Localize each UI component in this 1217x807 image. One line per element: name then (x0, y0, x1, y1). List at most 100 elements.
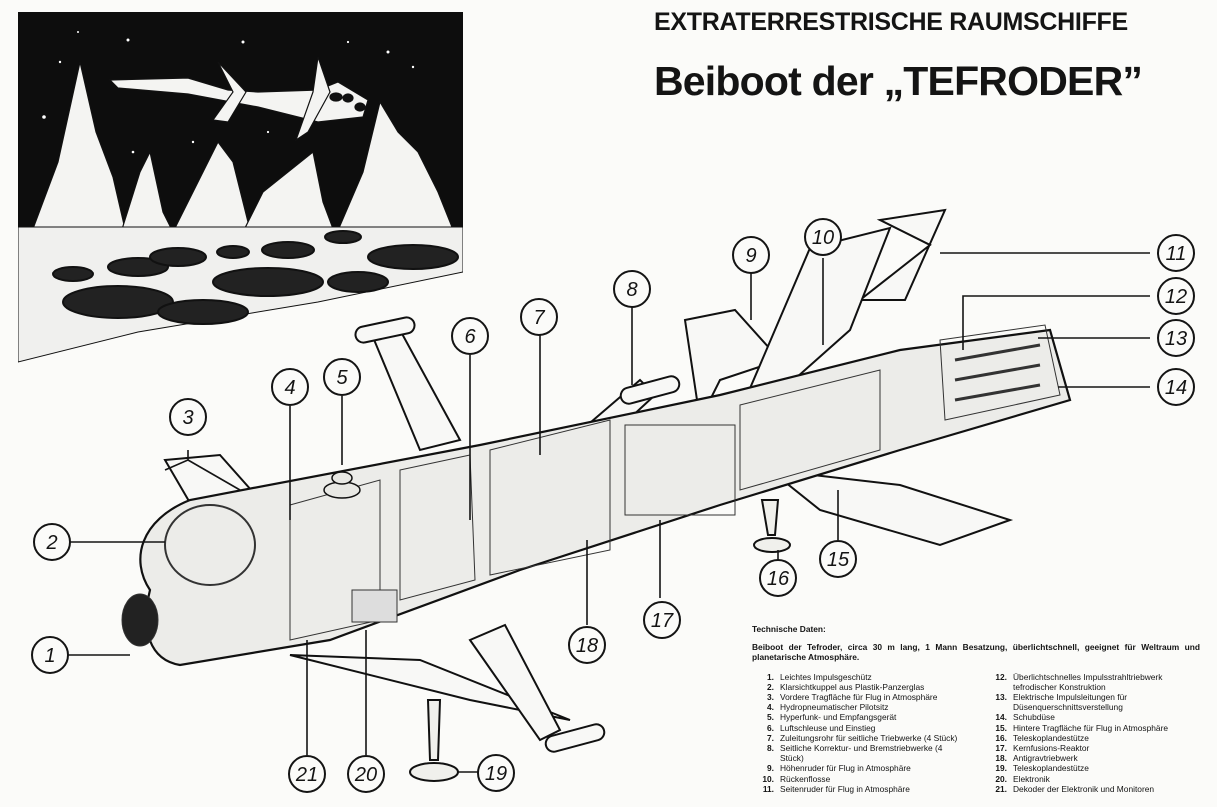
svg-text:11: 11 (1166, 243, 1187, 265)
technical-data: Technische Daten: Beiboot der Tefroder, … (752, 624, 1200, 794)
svg-text:9: 9 (745, 245, 756, 267)
legend-item: 3. Vordere Tragfläche für Flug in Atmosph… (752, 692, 967, 702)
legend-number: 5. (767, 712, 774, 723)
legend-text: Teleskoplandestütze (1013, 732, 1089, 743)
svg-text:7: 7 (533, 307, 545, 329)
legend-text: Elektronik (1013, 773, 1050, 784)
legend-number: 15. (995, 722, 1007, 733)
page-kicker: EXTRATERRESTRISCHE RAUMSCHIFFE (654, 8, 1128, 36)
legend-item: 14.Schubdüse (985, 712, 1200, 722)
svg-text:1: 1 (44, 645, 55, 667)
callout-13: 13 (1157, 319, 1195, 357)
legend-column-right: 12. Überlichtschnelles Impulsstrahltriebw… (985, 672, 1200, 794)
legend-item: 5. Hyperfunk- und Empfangsgerät (752, 712, 967, 722)
legend-number: 18. (995, 753, 1007, 764)
legend-number: 17. (995, 743, 1007, 754)
legend-text: Überlichtschnelles Impulsstrahltriebwerk… (1013, 671, 1163, 692)
callout-4: 4 (271, 368, 309, 406)
legend-number: 1. (767, 671, 774, 682)
legend-item: 2.Klarsichtkuppel aus Plastik-Panzerglas (752, 682, 967, 692)
legend-item: 20.Elektronik (985, 774, 1200, 784)
legend-number: 8. (767, 743, 774, 754)
callout-6: 6 (451, 317, 489, 355)
legend-text: Elektrische Impulsleitungen für Düsenque… (1013, 692, 1128, 713)
callout-11: 11 (1157, 234, 1195, 272)
legend-text: Hyperfunk- und Empfangsgerät (780, 712, 897, 723)
legend-number: 9. (767, 763, 774, 774)
legend-number: 7. (767, 732, 774, 743)
legend-item: 1. Leichtes Impulsgeschütz (752, 672, 967, 682)
callout-12: 12 (1157, 277, 1195, 315)
callout-7: 7 (520, 298, 558, 336)
svg-text:18: 18 (576, 635, 598, 657)
svg-text:19: 19 (485, 763, 507, 785)
legend-text: Teleskoplandestütze (1013, 763, 1089, 774)
legend-item: 21. Dekoder der Elektronik und Monitoren (985, 784, 1200, 794)
legend-text: Seitliche Korrektur- und Bremstriebwerke… (780, 743, 943, 764)
side-thrusters (354, 316, 681, 753)
lunar-scene-illustration (18, 12, 463, 363)
legend-item: 17.Kernfusions-Reaktor (985, 743, 1200, 753)
callout-16: 16 (759, 559, 797, 597)
legend-item: 6. Luftschleuse und Einstieg (752, 723, 967, 733)
callout-14: 14 (1157, 368, 1195, 406)
legend-number: 10. (762, 773, 774, 784)
callout-10: 10 (804, 218, 842, 256)
legend-text: Höhenruder für Flug in Atmosphäre (780, 763, 911, 774)
interior-detail (121, 324, 1061, 647)
legend-number: 21. (995, 783, 1007, 794)
svg-text:21: 21 (295, 764, 318, 786)
callout-18: 18 (568, 626, 606, 664)
svg-text:17: 17 (651, 610, 674, 632)
svg-text:20: 20 (354, 764, 377, 786)
legend-number: 16. (995, 732, 1007, 743)
callout-21: 21 (288, 755, 326, 793)
legend-item: 19. Teleskoplandestütze (985, 763, 1200, 773)
tech-heading: Technische Daten: (752, 624, 826, 634)
craters (52, 230, 459, 325)
svg-text:3: 3 (182, 407, 193, 429)
legend-number: 19. (995, 763, 1007, 774)
legend-text: Zuleitungsrohr für seitliche Triebwerke … (780, 732, 958, 743)
stars (42, 31, 415, 154)
legend-item: 8. Seitliche Korrektur- und Bremstriebwer… (752, 743, 967, 763)
svg-text:14: 14 (1165, 377, 1187, 399)
legend-text: Antigravtriebwerk (1013, 753, 1078, 764)
svg-text:5: 5 (336, 367, 348, 389)
legend-text: Leichtes Impulsgeschütz (780, 671, 872, 682)
legend-text: Dekoder der Elektronik und Monitoren (1013, 783, 1155, 794)
rear-fins (683, 208, 1014, 547)
callout-5: 5 (323, 358, 361, 396)
legend-text: Vordere Tragfläche für Flug in Atmosphär… (780, 692, 938, 703)
callout-17: 17 (643, 601, 681, 639)
legend-item: 7. Zuleitungsrohr für seitliche Triebwerk… (752, 733, 967, 743)
legend-text: Schubdüse (1013, 712, 1055, 723)
callout-3: 3 (169, 398, 207, 436)
legend-text: Hintere Tragfläche für Flug in Atmosphär… (1013, 722, 1169, 733)
callout-20: 20 (347, 755, 385, 793)
legend-number: 3. (767, 692, 774, 703)
svg-text:6: 6 (464, 326, 476, 348)
legend-text: Klarsichtkuppel aus Plastik-Panzerglas (780, 681, 925, 692)
legend-number: 6. (767, 722, 774, 733)
legend-number: 13. (995, 692, 1007, 703)
svg-text:15: 15 (827, 549, 850, 571)
legend-item: 13. Elektrische Impulsleitungen für Düsen… (985, 692, 1200, 712)
callout-19: 19 (477, 754, 515, 792)
legend-number: 12. (995, 671, 1007, 682)
hyperfunk-dome (323, 471, 361, 499)
svg-text:8: 8 (626, 279, 637, 301)
flying-ship (108, 56, 369, 142)
legend-item: 9. Höhenruder für Flug in Atmosphäre (752, 763, 967, 773)
callout-15: 15 (819, 540, 857, 578)
landing-legs (409, 499, 791, 782)
legend-number: 4. (767, 702, 774, 713)
page-title: Beiboot der „TEFRODER” (654, 58, 1143, 104)
svg-text:16: 16 (767, 568, 790, 590)
svg-text:12: 12 (1165, 286, 1187, 308)
legend-item: 12. Überlichtschnelles Impulsstrahltriebw… (985, 672, 1200, 692)
legend-text: Luftschleuse und Einstieg (780, 722, 876, 733)
